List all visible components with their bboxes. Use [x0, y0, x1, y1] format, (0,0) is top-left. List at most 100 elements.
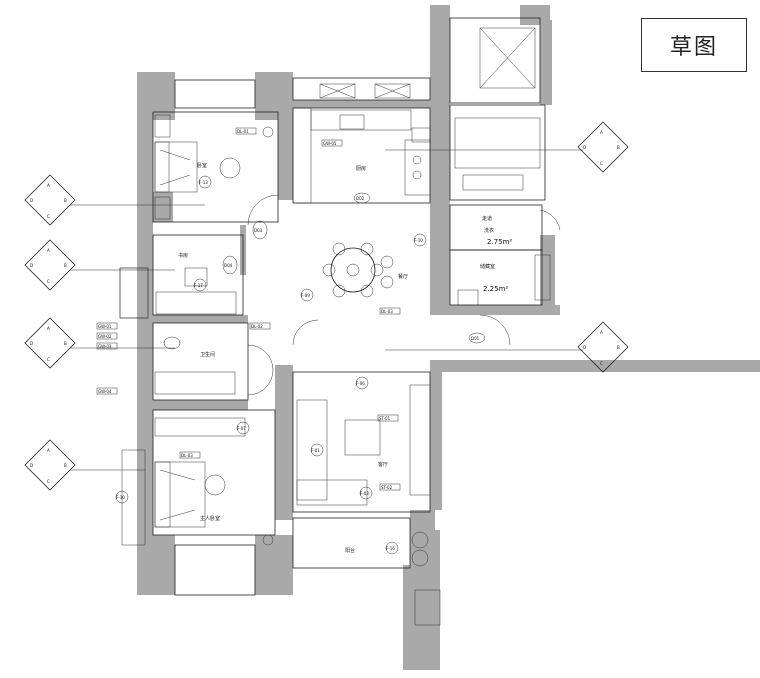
svg-text:D04: D04 [224, 263, 233, 268]
svg-text:D: D [30, 198, 33, 203]
svg-text:A: A [600, 130, 603, 135]
svg-text:F-13: F-13 [199, 180, 208, 185]
wall-tower [430, 5, 450, 315]
wall-partition [275, 365, 293, 520]
svg-text:F-17: F-17 [194, 283, 203, 288]
svg-text:C: C [600, 361, 603, 366]
room-label-balcony: 阳台 [345, 547, 355, 554]
svg-text:F-06: F-06 [356, 381, 365, 386]
svg-text:D03: D03 [254, 228, 263, 233]
svg-text:C: C [47, 214, 50, 219]
dining-set [322, 242, 394, 298]
svg-text:GW-03: GW-03 [98, 344, 112, 349]
svg-text:DL-01: DL-01 [237, 129, 249, 134]
svg-text:A: A [47, 448, 50, 453]
room-labels: 厨房 餐厅 客厅 卧室 书房 卫生间 主人卧室 阳台 走道 洗衣 储藏室 2.7… [178, 162, 512, 554]
annotation-tags: GW-01 GW-02 GW-03 GW-04 DL-01 GW-05 DL-0… [96, 127, 401, 491]
door-arcs [247, 194, 561, 396]
wall-partition [278, 108, 293, 200]
room-label-laundry: 洗衣 [484, 227, 494, 234]
elevation-marker-left-3: A D B C [24, 317, 76, 369]
svg-text:C: C [600, 161, 603, 166]
svg-text:F-01: F-01 [311, 448, 320, 453]
elevation-marker-left-4: A D B C [24, 439, 76, 491]
wall-block [137, 72, 175, 120]
elevation-marker-left-2: A D B C [24, 239, 76, 291]
wall-left [137, 120, 153, 535]
room-outlines [119, 17, 551, 626]
svg-text:A: A [600, 330, 603, 335]
svg-text:A: A [47, 248, 50, 253]
svg-text:A: A [47, 326, 50, 331]
svg-text:GW-04: GW-04 [98, 389, 112, 394]
svg-text:B: B [64, 198, 67, 203]
svg-text:GW-02: GW-02 [98, 334, 112, 339]
svg-text:F-10: F-10 [116, 495, 125, 500]
svg-text:C: C [47, 279, 50, 284]
door-tags: D01 D02 D03 D04 [222, 192, 486, 344]
wall-block [137, 535, 175, 595]
wall-top [293, 100, 433, 108]
draft-stamp-label: 草图 [669, 35, 718, 60]
svg-text:F-10: F-10 [414, 238, 423, 243]
wall-block [255, 535, 293, 595]
svg-text:C: C [47, 357, 50, 362]
svg-text:F-09: F-09 [301, 293, 310, 298]
svg-text:D: D [583, 145, 586, 150]
wall-block [410, 510, 435, 530]
svg-text:ST-02: ST-02 [381, 485, 393, 490]
wall-tower-right-lower [540, 235, 555, 305]
wall-partition [153, 192, 173, 222]
elevation-marker-left-1: A D B C [24, 174, 76, 226]
room-label-storage: 储藏室 [480, 263, 495, 270]
fixture-marks: F-13 F-09 F-10 F-06 F-01 F-03 F-16 F-07 … [115, 175, 427, 555]
svg-text:D01: D01 [471, 336, 480, 341]
svg-text:F-03: F-03 [360, 491, 369, 496]
area-storage: 2.25m² [483, 285, 508, 293]
svg-text:DL-02: DL-02 [251, 324, 263, 329]
bed-a [159, 126, 274, 186]
svg-text:D: D [30, 263, 33, 268]
svg-text:D: D [30, 341, 33, 346]
svg-text:ST-01: ST-01 [379, 416, 391, 421]
draft-stamp: 草图 [641, 18, 747, 72]
svg-text:B: B [617, 345, 620, 350]
svg-text:GW-01: GW-01 [98, 324, 112, 329]
svg-text:F-07: F-07 [237, 426, 246, 431]
room-label-dining: 餐厅 [398, 273, 408, 280]
svg-text:B: B [617, 145, 620, 150]
svg-text:B: B [64, 463, 67, 468]
room-label-living: 客厅 [378, 461, 388, 468]
svg-text:DL-03: DL-03 [181, 453, 193, 458]
wall-right-mid [430, 360, 442, 510]
svg-text:F-16: F-16 [386, 546, 395, 551]
room-label-study: 书房 [178, 252, 188, 259]
room-label-master: 主人卧室 [200, 515, 220, 522]
wall-tower-bottom [440, 305, 560, 315]
elevation-marker-right-2: A D B C [577, 321, 629, 373]
wall-tower-right [540, 20, 552, 105]
room-label-kitchen: 厨房 [356, 165, 366, 172]
room-label-corridor: 走道 [482, 215, 492, 222]
svg-text:B: B [64, 263, 67, 268]
wall-partition [153, 315, 248, 323]
wall-right-horizontal [430, 360, 760, 372]
svg-text:D: D [30, 463, 33, 468]
section-lines [70, 149, 583, 546]
svg-text:B: B [64, 341, 67, 346]
area-laundry: 2.75m² [487, 238, 512, 246]
svg-text:GW-05: GW-05 [323, 141, 337, 146]
svg-text:DL-03: DL-03 [381, 309, 393, 314]
wall-balcony [403, 565, 413, 670]
svg-text:A: A [47, 183, 50, 188]
elevation-marker-right-1: A D B C [577, 121, 629, 173]
svg-text:D: D [583, 345, 586, 350]
bed-master [159, 469, 274, 546]
wall-balcony-right [410, 530, 440, 670]
svg-text:D02: D02 [356, 196, 365, 201]
room-label-bedroom-a: 卧室 [197, 162, 207, 169]
wall-partition [153, 400, 248, 410]
walls [137, 5, 760, 670]
room-label-bath: 卫生间 [200, 351, 215, 358]
